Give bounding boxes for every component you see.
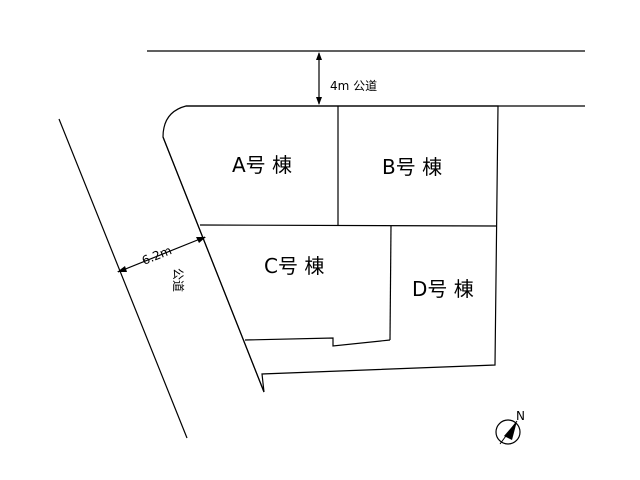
compass-north-label: N: [516, 409, 525, 423]
west-road-width-label: 6.2m: [140, 243, 174, 268]
north-road-label: 4m 公道: [330, 79, 377, 93]
north-road-width-arrow: [316, 52, 322, 105]
west-road-outer-edge: [58, 118, 188, 439]
north-compass-icon: N: [495, 409, 525, 445]
lot-c-label: C号 棟: [264, 254, 324, 278]
lot-boundaries: [162, 105, 499, 393]
lot-c-bottom-boundary: [244, 337, 391, 347]
lot-c-d-divider: [389, 225, 392, 341]
north-road: 4m 公道: [147, 50, 585, 107]
west-road-kind-label: 公道: [171, 268, 185, 292]
lot-b-label: B号 棟: [382, 155, 442, 179]
row-divider: [199, 224, 497, 227]
site-outline: [162, 105, 499, 393]
lot-d-label: D号 棟: [412, 277, 474, 301]
lot-a-label: A号 棟: [232, 153, 292, 177]
